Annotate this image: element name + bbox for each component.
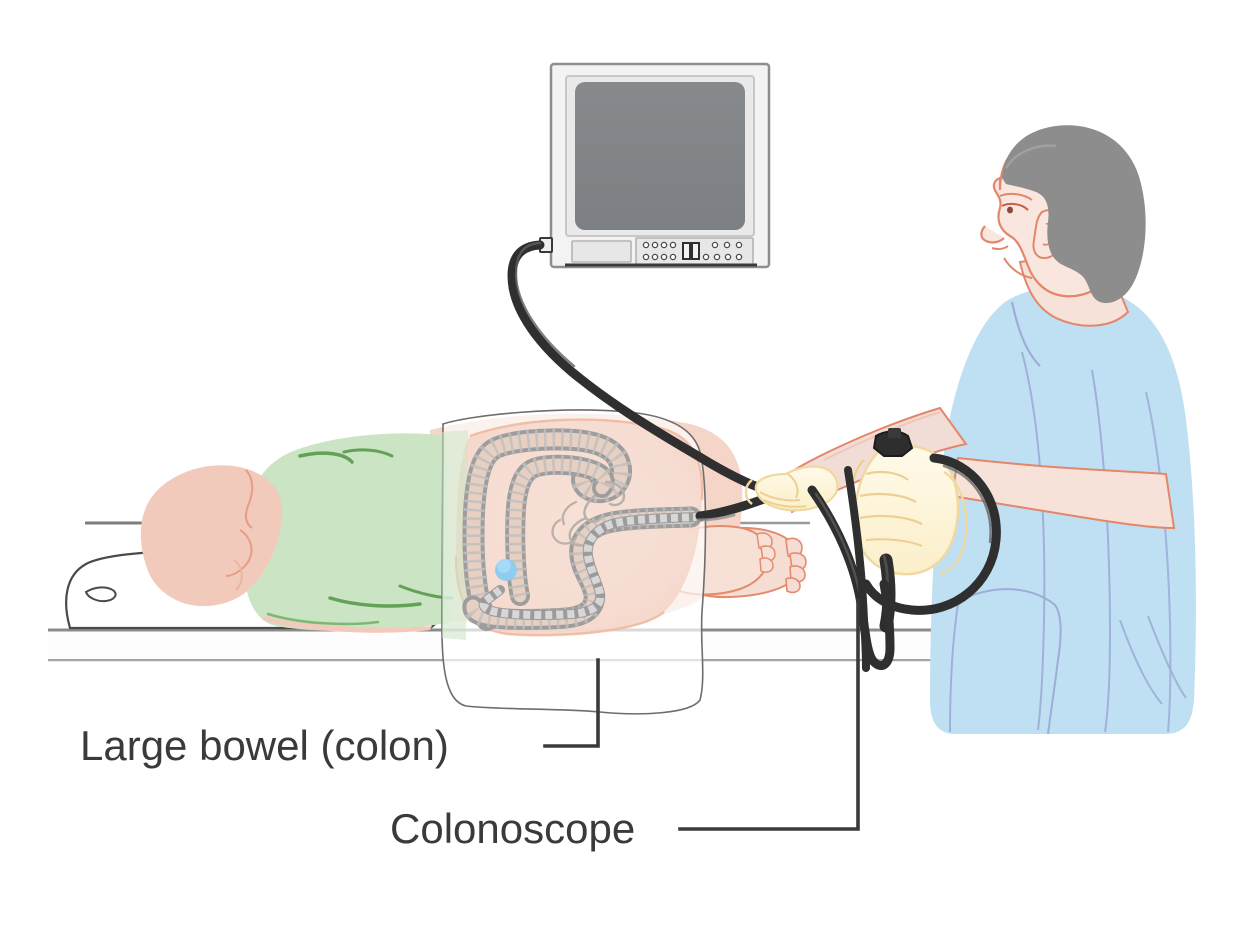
scrub-fold-2 [1091, 369, 1112, 733]
gown-fold-shoulder [298, 451, 354, 464]
doctor-jaw [1003, 257, 1033, 279]
doctor-hair [1002, 125, 1146, 304]
doctor [744, 125, 1196, 735]
scrub-pocket-edge [949, 603, 959, 733]
gown-fold-hem [328, 596, 422, 608]
colon-lumen-inner [508, 458, 611, 603]
doctor-brow [999, 192, 1033, 201]
video-monitor[interactable] [539, 62, 771, 269]
scrub-pocket [959, 588, 1062, 735]
scope-inside-colon [478, 512, 705, 621]
patient-neck-line [233, 559, 243, 591]
leader-line-large-bowel [543, 658, 600, 748]
doctor-mouth [991, 245, 1009, 251]
scope-segments [479, 513, 701, 620]
patient-head [140, 465, 283, 607]
large-bowel-colon [462, 428, 705, 631]
patient [140, 409, 807, 715]
scope-strand [844, 466, 870, 672]
doctor-right-gloved-hand [851, 444, 968, 576]
monitor-button-group-1[interactable] [642, 241, 677, 261]
patient-jaw-line [225, 529, 253, 577]
doctor-pupil [1007, 206, 1013, 214]
gown-fold-hem-3 [266, 612, 380, 626]
monitor-slots[interactable] [682, 242, 700, 260]
scrub-vneck-left [1010, 301, 1041, 367]
colonoscope-cable-loop [861, 453, 1001, 615]
monitor-button-group-2[interactable] [702, 241, 743, 261]
colonoscope-handle-head [872, 428, 914, 457]
doctor-eye [1001, 202, 1029, 211]
monitor-cable [507, 240, 795, 501]
colonoscope-secondary-strand [844, 466, 870, 672]
scrub-fold-5 [1147, 615, 1187, 699]
scrub-fold-3 [1145, 391, 1172, 733]
scope-tip-light-core [497, 559, 511, 573]
colon-haustra-sigmoid [462, 507, 692, 630]
doctor-hairline [1004, 144, 1057, 169]
scrub-fold-1 [1021, 351, 1046, 731]
patient-skin-hem [262, 616, 432, 633]
small-intestine [551, 480, 626, 547]
doctor-nose [980, 225, 1005, 244]
label-large-bowel: Large bowel (colon) [80, 722, 449, 769]
patient-ear-line [244, 469, 254, 529]
scope-loop [861, 453, 1001, 615]
gown-under-window [442, 430, 468, 640]
monitor-left-panel [571, 240, 632, 263]
leader-line-colonoscope [678, 598, 860, 831]
patient-gown [242, 433, 452, 631]
monitor-screen[interactable] [575, 82, 745, 230]
label-colonoscope: Colonoscope [390, 805, 635, 852]
scrub-fold-4 [1119, 619, 1163, 705]
leader-lines [543, 598, 860, 831]
gown-fold-shoulder-2 [342, 448, 394, 458]
